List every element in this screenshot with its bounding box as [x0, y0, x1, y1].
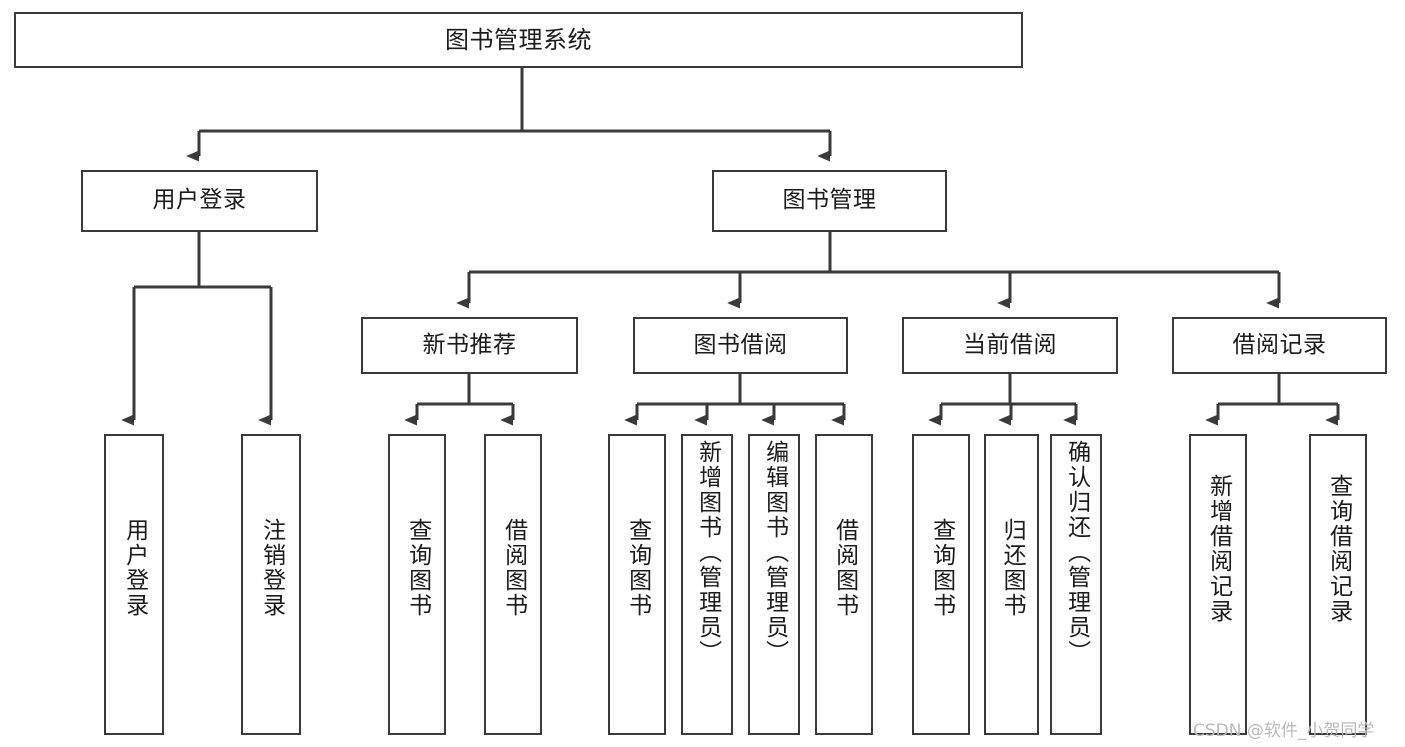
node-leaf-edit-book-label: 编辑图书（管理员） [761, 440, 788, 665]
node-leaf-query-book-3[interactable]: 查询图书 [912, 434, 970, 735]
node-leaf-user-login[interactable]: 用户登录 [104, 434, 164, 735]
node-user-login[interactable]: 用户登录 [81, 170, 318, 232]
node-leaf-confirm-return-label: 确认归还（管理员） [1063, 440, 1090, 665]
node-borrow-record[interactable]: 借阅记录 [1172, 317, 1387, 374]
node-new-book-rec-label: 新书推荐 [422, 331, 517, 358]
node-leaf-logout-label: 注销登录 [258, 518, 285, 618]
node-leaf-query-record-label: 查询借阅记录 [1325, 474, 1352, 624]
node-leaf-query-book-3-label: 查询图书 [928, 518, 955, 618]
node-book-manage[interactable]: 图书管理 [712, 170, 947, 232]
node-leaf-add-book-label: 新增图书（管理员） [694, 440, 721, 665]
node-leaf-confirm-return[interactable]: 确认归还（管理员） [1050, 434, 1102, 735]
node-leaf-borrow-book-2-label: 借阅图书 [831, 518, 858, 618]
csdn-watermark: CSDN @软件_小贺同学 [1193, 721, 1375, 741]
node-book-borrow[interactable]: 图书借阅 [633, 317, 848, 374]
node-leaf-query-book-2-label: 查询图书 [624, 518, 651, 618]
node-leaf-borrow-book-2[interactable]: 借阅图书 [815, 434, 873, 735]
node-leaf-query-book-1-label: 查询图书 [404, 518, 431, 618]
node-leaf-return-book-label: 归还图书 [999, 518, 1026, 618]
node-leaf-return-book[interactable]: 归还图书 [984, 434, 1039, 735]
node-new-book-rec[interactable]: 新书推荐 [361, 317, 578, 374]
node-root-label: 图书管理系统 [445, 25, 592, 54]
node-current-borrow-label: 当前借阅 [963, 331, 1057, 358]
node-leaf-edit-book[interactable]: 编辑图书（管理员） [748, 434, 800, 735]
node-leaf-add-record-label: 新增借阅记录 [1205, 474, 1232, 624]
node-leaf-query-book-1[interactable]: 查询图书 [388, 434, 446, 735]
node-leaf-borrow-book-1-label: 借阅图书 [500, 518, 527, 618]
node-leaf-logout[interactable]: 注销登录 [241, 434, 301, 735]
node-leaf-borrow-book-1[interactable]: 借阅图书 [484, 434, 542, 735]
node-leaf-user-login-label: 用户登录 [121, 518, 148, 618]
node-book-manage-label: 图书管理 [782, 187, 877, 214]
node-user-login-label: 用户登录 [152, 187, 247, 214]
node-current-borrow[interactable]: 当前借阅 [902, 317, 1118, 374]
node-book-borrow-label: 图书借阅 [693, 331, 788, 358]
node-root[interactable]: 图书管理系统 [14, 12, 1023, 68]
node-borrow-record-label: 借阅记录 [1232, 331, 1327, 358]
node-leaf-query-record[interactable]: 查询借阅记录 [1309, 434, 1367, 735]
node-leaf-query-book-2[interactable]: 查询图书 [608, 434, 666, 735]
node-leaf-add-record[interactable]: 新增借阅记录 [1189, 434, 1247, 735]
node-leaf-add-book[interactable]: 新增图书（管理员） [681, 434, 733, 735]
